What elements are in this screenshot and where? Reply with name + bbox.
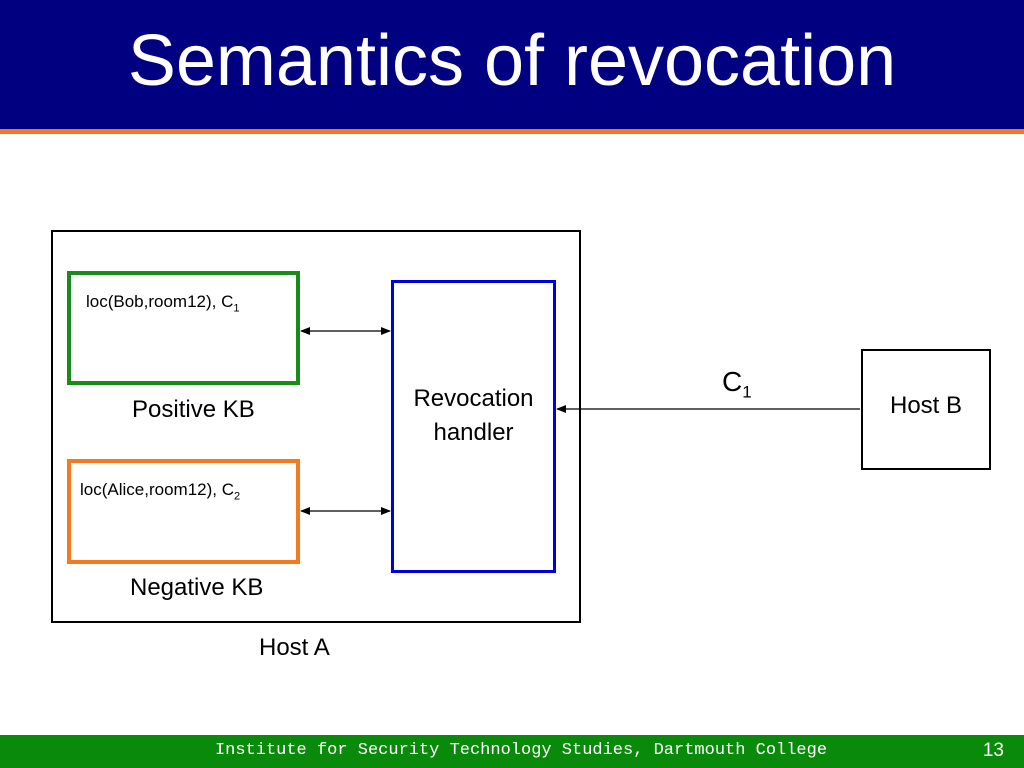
host-b-box xyxy=(861,349,991,470)
revocation-handler-line2: handler xyxy=(433,419,514,446)
negative-kb-fact: loc(Alice,room12), C2 xyxy=(80,480,240,502)
negative-kb-box xyxy=(67,459,300,564)
host-b-label: Host B xyxy=(889,392,963,419)
slide-title: Semantics of revocation xyxy=(127,21,897,101)
footer-text: Institute for Security Technology Studie… xyxy=(214,741,828,760)
revocation-handler-box xyxy=(391,280,556,573)
link-label-text: C xyxy=(722,366,743,397)
positive-kb-box xyxy=(67,271,300,385)
host-a-box xyxy=(51,230,581,623)
negative-kb-label: Negative KB xyxy=(130,574,264,601)
host-a-label: Host A xyxy=(259,634,330,661)
negative-kb-fact-text: loc(Alice,room12), C xyxy=(80,480,234,499)
page-number: 13 xyxy=(982,740,1004,761)
positive-kb-fact: loc(Bob,room12), C1 xyxy=(86,292,240,314)
positive-kb-fact-subscript: 1 xyxy=(233,302,240,315)
positive-kb-label: Positive KB xyxy=(132,396,255,423)
revocation-handler-line1: Revocation xyxy=(413,385,534,412)
link-label-subscript: 1 xyxy=(742,382,752,402)
footer-bar: Institute for Security Technology Studie… xyxy=(0,735,1024,768)
revocation-handler-label: Revocation handler xyxy=(391,382,556,450)
positive-kb-fact-text: loc(Bob,room12), C xyxy=(86,292,234,311)
link-label: C1 xyxy=(722,366,752,403)
title-bar: Semantics of revocation xyxy=(0,0,1024,134)
negative-kb-fact-subscript: 2 xyxy=(234,490,241,503)
